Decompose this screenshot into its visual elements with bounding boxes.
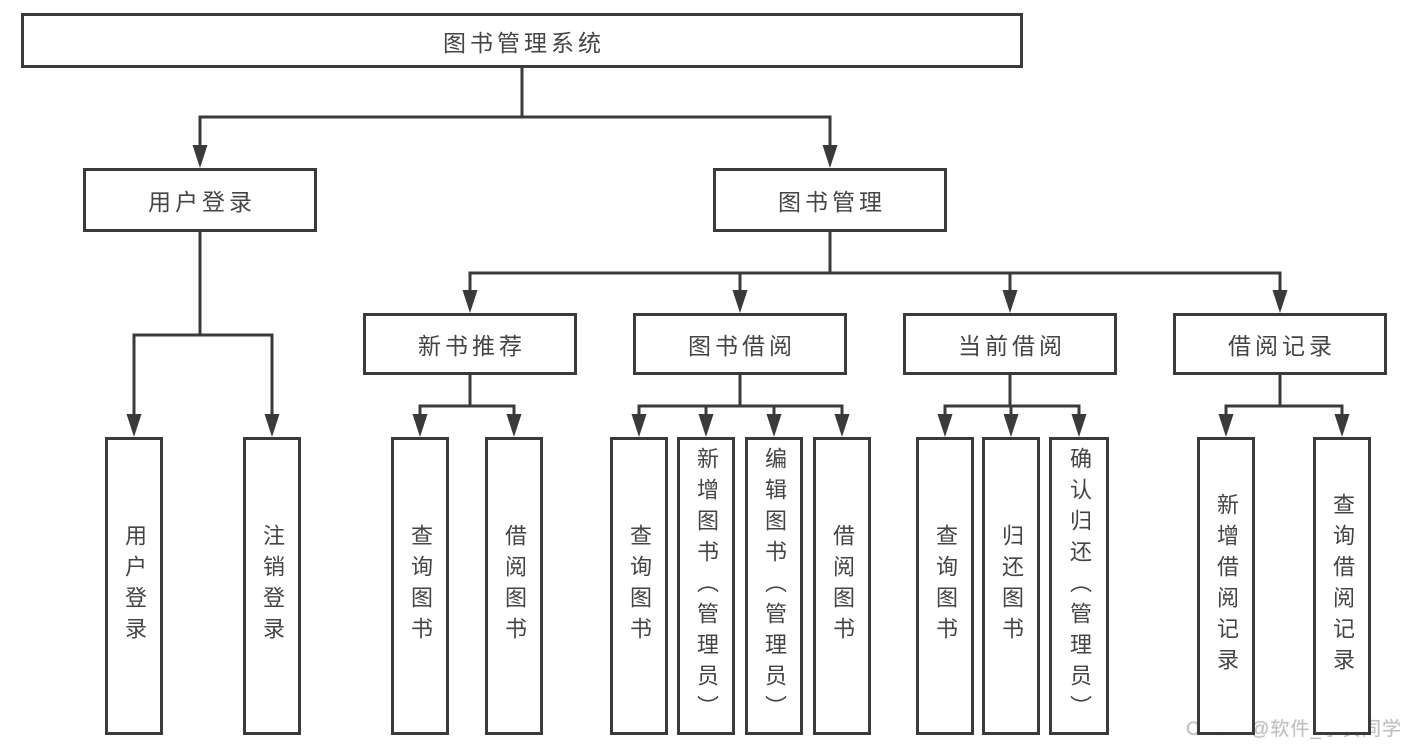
- node-cur-confirm-ret: 确认归还（管理员）: [1049, 437, 1109, 735]
- node-bor-borrow-books: 借阅图书: [813, 437, 871, 735]
- node-label-bor-borrow-books: 借阅图书: [830, 524, 855, 648]
- node-log-add-record: 新增借阅记录: [1197, 437, 1255, 735]
- node-label-bor-edit-books: 编辑图书（管理员）: [762, 446, 787, 726]
- node-bor-edit-books: 编辑图书（管理员）: [745, 437, 803, 735]
- node-root: 图书管理系统: [21, 13, 1023, 68]
- node-cur-query-books: 查询图书: [916, 437, 974, 735]
- node-login: 用户登录: [105, 437, 163, 735]
- node-book-borrow: 图书借阅: [633, 313, 847, 375]
- node-label-new-book-rec: 新书推荐: [418, 333, 526, 359]
- node-label-user-login: 用户登录: [148, 189, 256, 215]
- node-label-cur-confirm-ret: 确认归还（管理员）: [1067, 446, 1092, 726]
- node-logout: 注销登录: [243, 437, 301, 735]
- node-label-rec-borrow-books: 借阅图书: [502, 524, 527, 648]
- node-label-login: 用户登录: [122, 524, 147, 648]
- node-label-cur-return-books: 归还图书: [999, 524, 1024, 648]
- node-label-borrow-records: 借阅记录: [1228, 333, 1336, 359]
- node-label-current-borrow: 当前借阅: [958, 333, 1066, 359]
- node-label-book-mgmt: 图书管理: [778, 189, 886, 215]
- node-book-mgmt: 图书管理: [713, 168, 947, 232]
- node-label-log-add-record: 新增借阅记录: [1214, 493, 1239, 679]
- node-log-query-record: 查询借阅记录: [1313, 437, 1371, 735]
- node-label-cur-query-books: 查询图书: [933, 524, 958, 648]
- node-borrow-records: 借阅记录: [1173, 313, 1387, 375]
- node-label-rec-query-books: 查询图书: [408, 524, 433, 648]
- node-bor-query-books: 查询图书: [610, 437, 668, 735]
- node-label-bor-add-books: 新增图书（管理员）: [694, 446, 719, 726]
- node-user-login: 用户登录: [83, 168, 317, 232]
- node-label-bor-query-books: 查询图书: [627, 524, 652, 648]
- node-label-log-query-record: 查询借阅记录: [1330, 493, 1355, 679]
- node-rec-query-books: 查询图书: [391, 437, 449, 735]
- node-new-book-rec: 新书推荐: [363, 313, 577, 375]
- node-rec-borrow-books: 借阅图书: [485, 437, 543, 735]
- node-label-book-borrow: 图书借阅: [688, 333, 796, 359]
- node-label-root: 图书管理系统: [443, 29, 605, 56]
- node-bor-add-books: 新增图书（管理员）: [677, 437, 735, 735]
- node-label-logout: 注销登录: [260, 524, 285, 648]
- node-cur-return-books: 归还图书: [982, 437, 1040, 735]
- node-current-borrow: 当前借阅: [903, 313, 1117, 375]
